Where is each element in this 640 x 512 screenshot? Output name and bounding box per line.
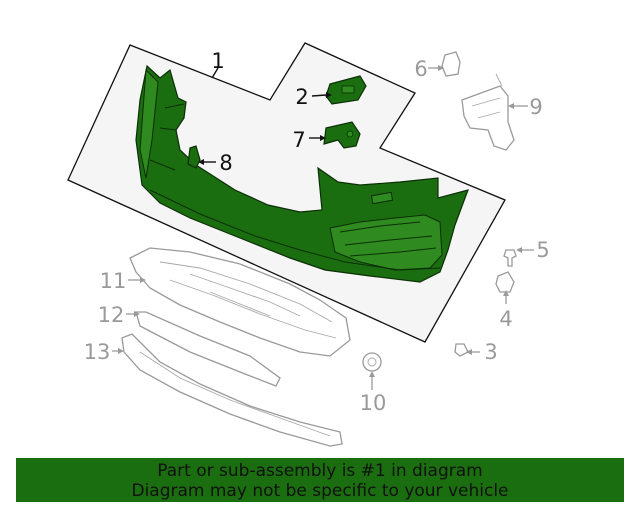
arrow-10-icon [369, 371, 375, 377]
callout-5[interactable]: 5 [536, 238, 549, 262]
arrow-12-icon [134, 311, 140, 317]
callout-9[interactable]: 9 [529, 95, 542, 119]
arrow-2-icon [326, 92, 332, 98]
clip-part-6[interactable] [441, 51, 461, 77]
arrow-13-icon [118, 348, 124, 354]
push-pin-part-5[interactable] [503, 249, 517, 267]
callout-4[interactable]: 4 [499, 307, 512, 331]
lower-trim-part-13[interactable] [121, 333, 343, 447]
callout-7[interactable]: 7 [292, 128, 305, 152]
arrow-11-icon [140, 277, 146, 283]
arrow-5-icon [516, 247, 522, 253]
bracket-part-9[interactable] [461, 73, 515, 151]
leader-1 [211, 67, 219, 79]
callout-10[interactable]: 10 [360, 391, 387, 415]
callout-12[interactable]: 12 [98, 303, 125, 327]
leader-2 [311, 94, 327, 97]
callout-1[interactable]: 1 [211, 49, 224, 73]
disclaimer-banner: Part or sub-assembly is #1 in diagram Di… [16, 458, 624, 502]
arrow-7-icon [320, 135, 326, 141]
grommet-part-10[interactable] [362, 352, 382, 372]
arrow-6-icon [438, 65, 444, 71]
arrow-3-icon [466, 349, 472, 355]
bracket-part-7[interactable] [323, 121, 361, 149]
arrow-9-icon [508, 103, 514, 109]
disclaimer-line-2: Diagram may not be specific to your vehi… [131, 481, 509, 501]
callout-6[interactable]: 6 [414, 57, 427, 81]
callout-11[interactable]: 11 [100, 269, 127, 293]
clip-part-3[interactable] [454, 343, 469, 357]
lower-shield-part-11[interactable] [129, 247, 351, 357]
disclaimer-line-1: Part or sub-assembly is #1 in diagram [157, 461, 483, 481]
arrow-8-icon [198, 159, 204, 165]
callout-2[interactable]: 2 [295, 85, 308, 109]
arrow-4-icon [503, 290, 509, 296]
callout-3[interactable]: 3 [484, 340, 497, 364]
callout-8[interactable]: 8 [219, 151, 232, 175]
nut-clip-part-4[interactable] [495, 271, 515, 293]
strip-part-12[interactable] [135, 311, 281, 387]
bumper-cover-part-1[interactable] [135, 64, 469, 283]
clip-part-8[interactable] [187, 145, 201, 169]
callout-13[interactable]: 13 [84, 340, 111, 364]
